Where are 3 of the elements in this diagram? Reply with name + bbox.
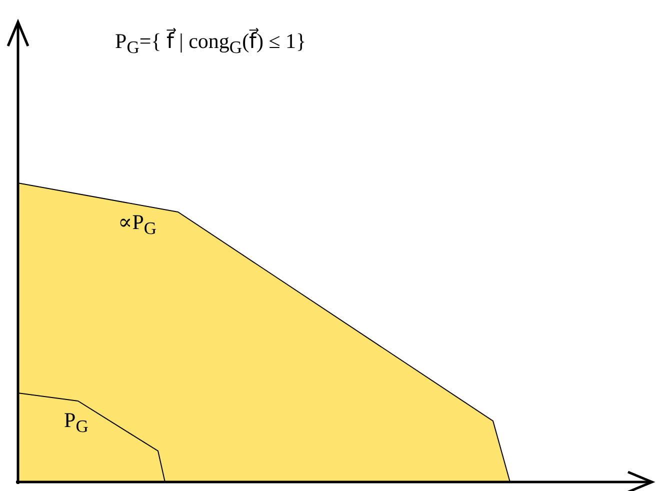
- set-definition-formula: P$_{G}$={ f⃗ | cong$_{G}$(f⃗) ≤ 1}: [115, 30, 306, 58]
- region-label: P$_{G}$: [64, 409, 88, 436]
- region-label: ∝P$_{G}$: [118, 211, 157, 238]
